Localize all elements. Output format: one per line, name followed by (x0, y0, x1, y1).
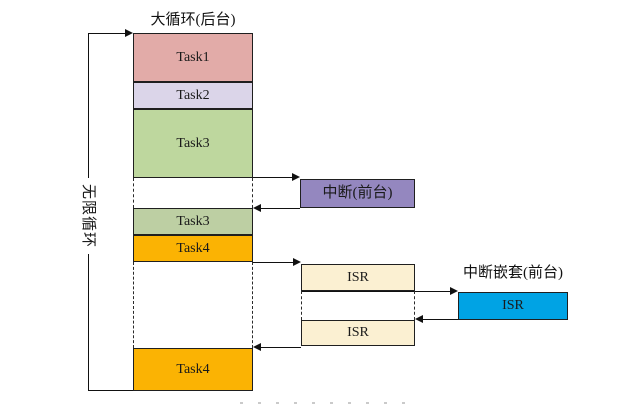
arrow-interrupt-enter-line (253, 177, 292, 178)
loop-top-arrowhead-icon (125, 29, 133, 37)
task3-box-first: Task3 (133, 109, 253, 178)
task4-label-second: Task4 (176, 361, 210, 377)
task4-box-first: Task4 (133, 235, 253, 262)
task3-label-second: Task3 (176, 213, 210, 229)
preempted-gap-first (133, 178, 253, 208)
task1-box: Task1 (133, 33, 253, 82)
nested-interrupt-title: 中断嵌套(前台) (463, 265, 563, 281)
loop-top-arrow-line (88, 33, 126, 34)
background-loop-title: 大循环(后台) (150, 12, 236, 28)
arrow-interrupt-return-line (261, 208, 300, 209)
task4-label-first: Task4 (176, 240, 210, 256)
arrow-nested-enter-line (301, 291, 450, 292)
isr-gap-dash-left (301, 291, 302, 320)
arrow-nested-return-head-icon (415, 315, 423, 323)
task4-box-second: Task4 (133, 348, 253, 391)
loop-bottom-line (88, 390, 133, 391)
arrow-isr-return-head-icon (253, 343, 261, 351)
preempted-gap-second (133, 262, 253, 348)
task3-label-first: Task3 (176, 135, 210, 151)
task2-label: Task2 (176, 87, 210, 103)
arrow-isr-enter-head-icon (293, 258, 301, 266)
arrow-interrupt-return-head-icon (253, 204, 261, 212)
interrupt-label: 中断(前台) (322, 185, 393, 201)
task3-box-second: Task3 (133, 208, 253, 235)
isr-box-upper: ISR (301, 264, 415, 291)
isr-gap-dash-right (414, 291, 415, 320)
isr-box-lower: ISR (301, 320, 415, 346)
infinite-loop-label: 无限循环 (80, 178, 100, 254)
task2-box: Task2 (133, 82, 253, 109)
arrow-nested-enter-head-icon (450, 287, 458, 295)
isr-label-lower: ISR (347, 325, 369, 340)
arrow-nested-return-line (423, 319, 458, 320)
interrupt-box: 中断(前台) (300, 179, 415, 208)
arrow-interrupt-enter-head-icon (292, 173, 300, 181)
arrow-isr-return-line (261, 347, 301, 348)
nested-isr-box: ISR (458, 292, 568, 320)
task1-label: Task1 (176, 49, 210, 65)
nested-isr-label: ISR (502, 298, 524, 313)
arrow-isr-enter-line (253, 262, 293, 263)
isr-label-upper: ISR (347, 269, 369, 285)
cropped-caption-remnant (240, 402, 420, 404)
